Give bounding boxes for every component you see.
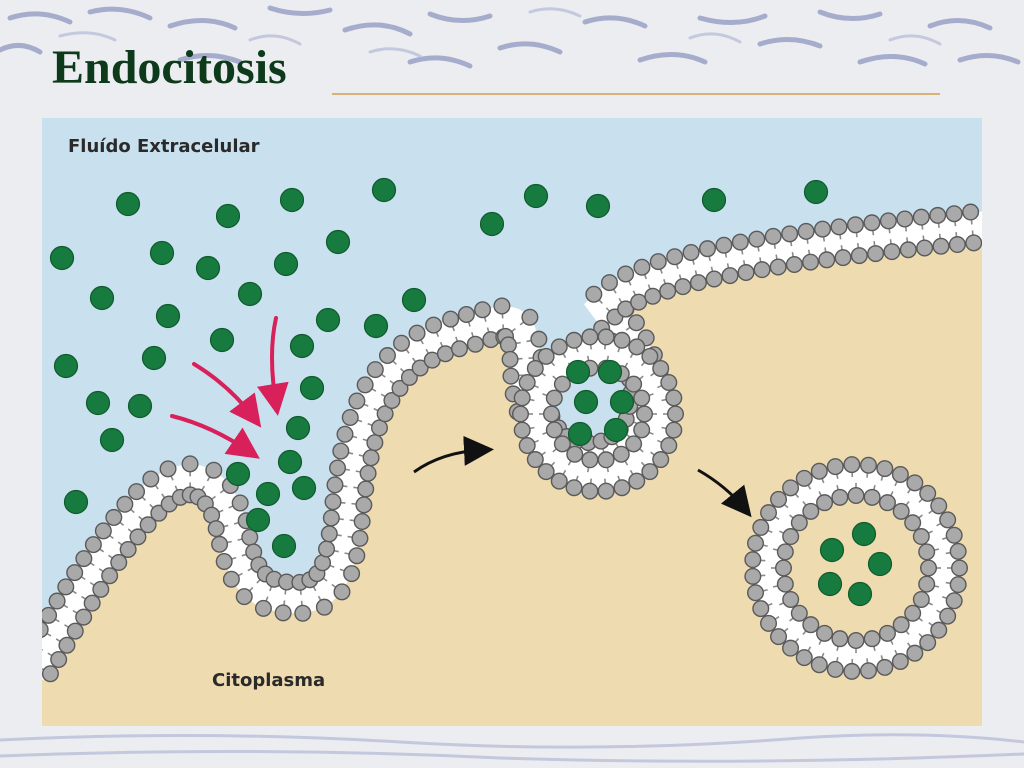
particle (89, 285, 115, 311)
particle (609, 389, 635, 415)
particle (141, 345, 167, 371)
endocytosis-diagram: Fluído Extracelular Citoplasma (42, 118, 982, 726)
particle (49, 245, 75, 271)
inward-arrow-1 (192, 362, 262, 428)
particle (285, 415, 311, 441)
particle (523, 183, 549, 209)
particle (701, 187, 727, 213)
particle (603, 417, 629, 443)
particle (209, 327, 235, 353)
particle (245, 507, 271, 533)
particle (289, 333, 315, 359)
particle (149, 240, 175, 266)
particle (271, 533, 297, 559)
particle (315, 307, 341, 333)
forming-vesicle (512, 328, 685, 500)
particle (819, 537, 845, 563)
particle (155, 303, 181, 329)
inward-arrow-2 (170, 414, 260, 459)
process-arrow-1 (413, 435, 494, 474)
particle (363, 313, 389, 339)
particle (99, 427, 125, 453)
inward-arrows (170, 316, 289, 459)
particle (195, 255, 221, 281)
particle (255, 481, 281, 507)
particle (115, 191, 141, 217)
particle (803, 179, 829, 205)
particle (573, 389, 599, 415)
cytoplasm-label: Citoplasma (212, 670, 326, 691)
title-underline (332, 93, 940, 95)
particle (291, 475, 317, 501)
inward-arrow-3 (257, 316, 289, 416)
particle (479, 211, 505, 237)
endocytic-vesicle (744, 456, 969, 680)
particle (215, 203, 241, 229)
particle (567, 421, 593, 447)
particle (85, 390, 111, 416)
particle (299, 375, 325, 401)
diagram-canvas (42, 118, 982, 726)
extracellular-fluid-label: Fluído Extracelular (68, 136, 260, 157)
particle (279, 187, 305, 213)
particle (237, 281, 263, 307)
particle (63, 489, 89, 515)
particle (225, 461, 251, 487)
particle (277, 449, 303, 475)
extracellular-particles (49, 177, 829, 559)
particle (817, 571, 843, 597)
particle (847, 581, 873, 607)
particle (53, 353, 79, 379)
slide-title: Endocitosis (52, 41, 287, 94)
particle (401, 287, 427, 313)
particle (273, 251, 299, 277)
particle (585, 193, 611, 219)
particle (565, 359, 591, 385)
particle (867, 551, 893, 577)
particle (127, 393, 153, 419)
particle (851, 521, 877, 547)
process-arrow-2 (697, 468, 752, 518)
particle (325, 229, 351, 255)
particle (371, 177, 397, 203)
particle (597, 359, 623, 385)
